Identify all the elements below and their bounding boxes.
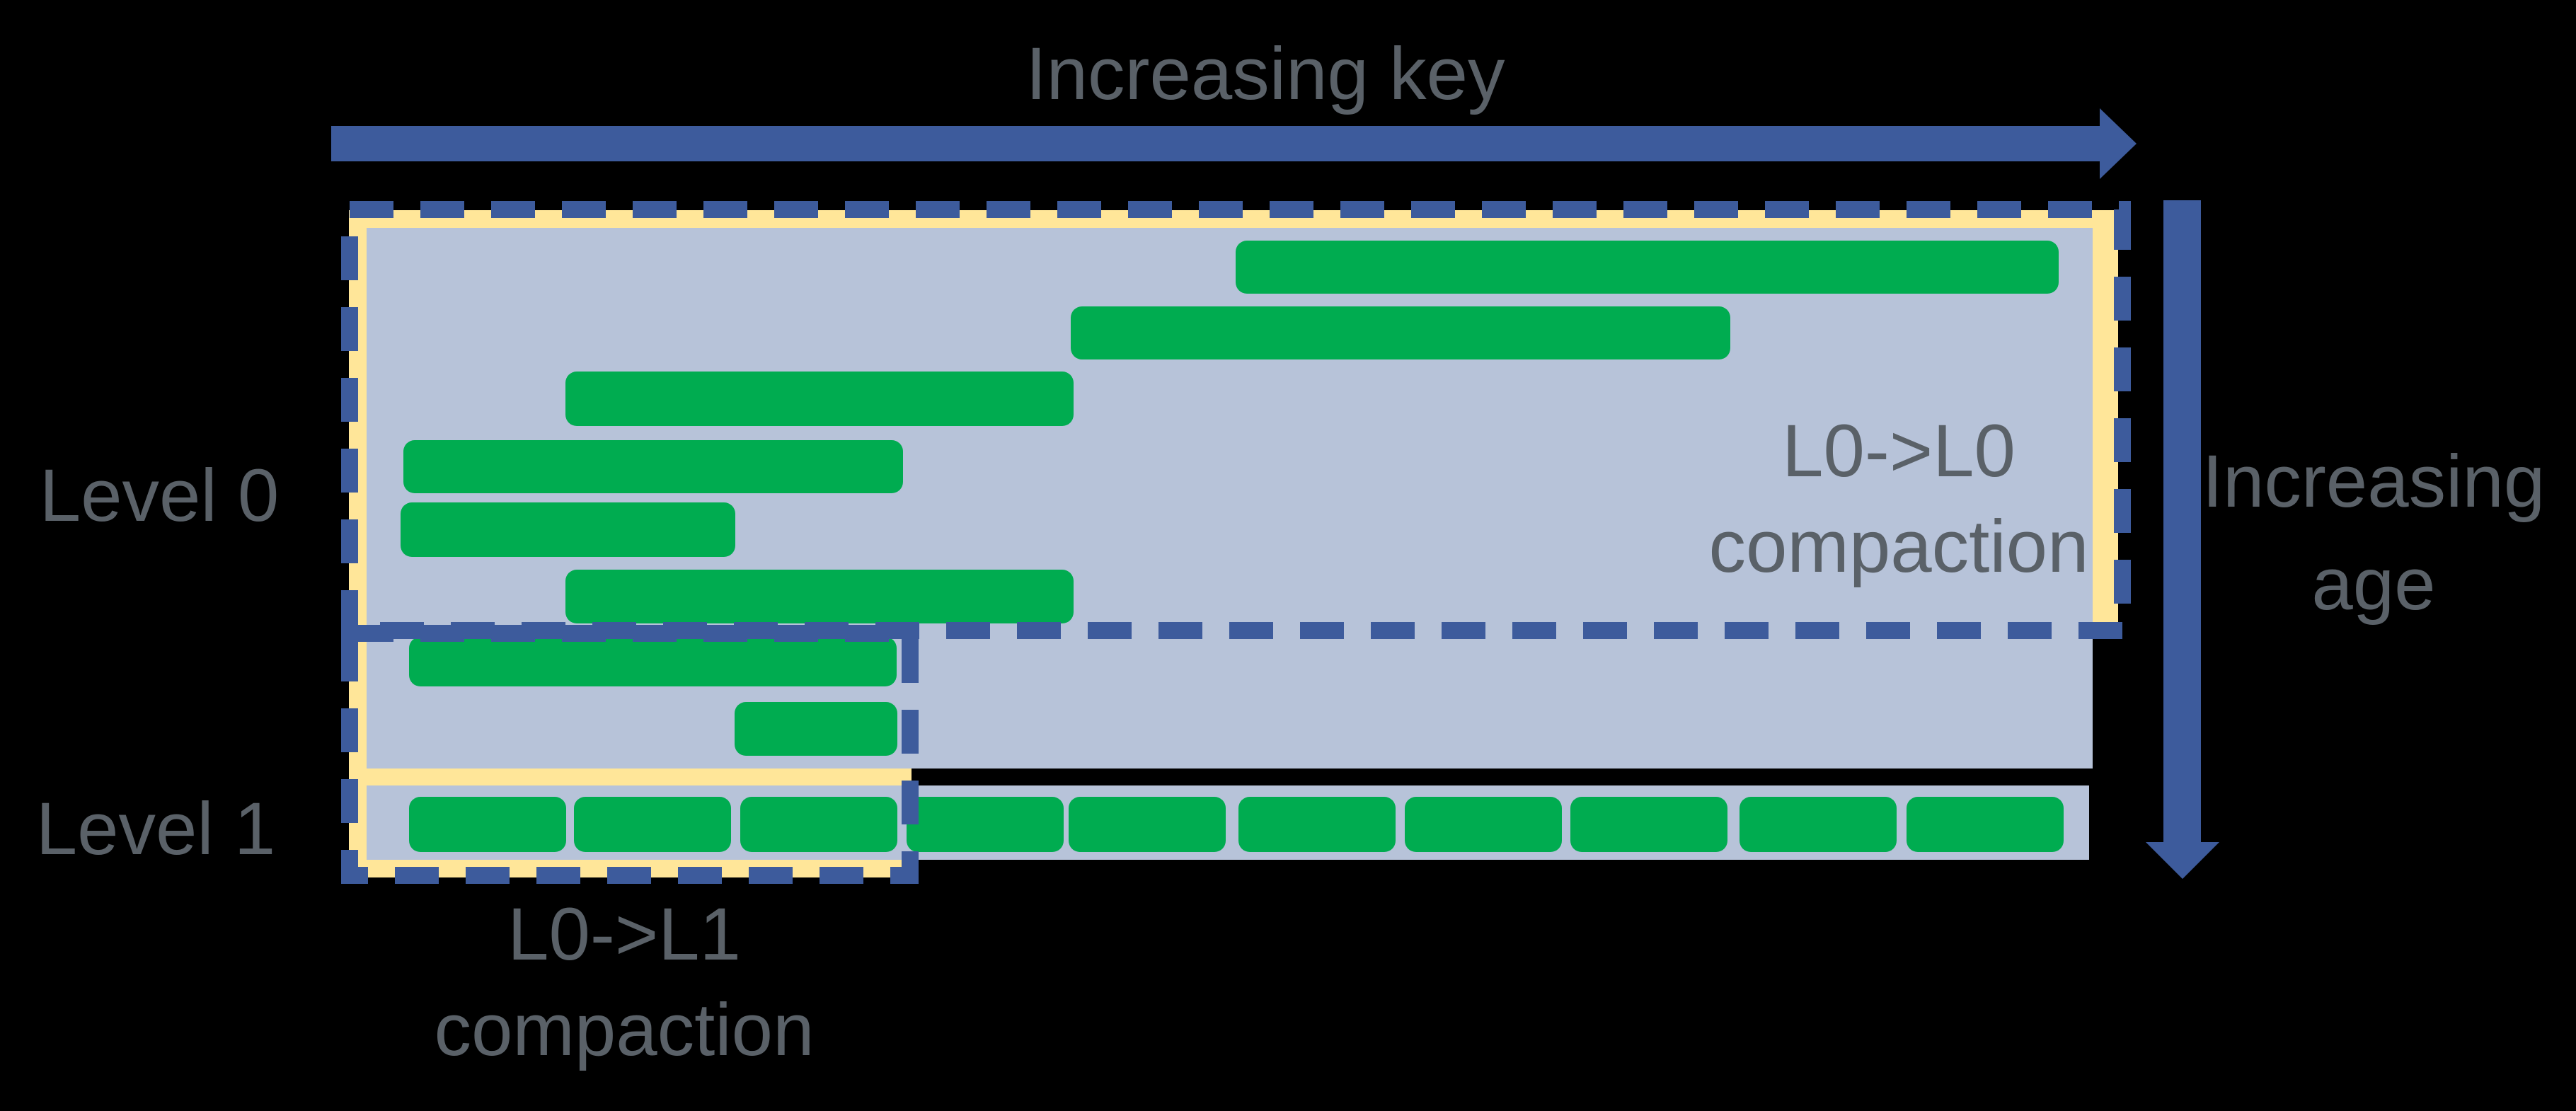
level1-label: Level 1 [35, 788, 276, 870]
level1-sstable [1405, 797, 1562, 852]
level1-sstable [740, 797, 897, 852]
increasing-age-label-line1: Increasing [2202, 440, 2546, 523]
increasing-key-arrow [331, 126, 2100, 161]
level1-sstable [574, 797, 731, 852]
level1-sstable [1740, 797, 1897, 852]
level0-sstable [403, 440, 903, 493]
l0-l0-compaction-label: L0->L0 compaction [1686, 403, 2111, 594]
right-arrowhead-icon [2100, 108, 2137, 179]
l0-l1-compaction-label-line2: compaction [434, 989, 815, 1071]
increasing-age-arrow [2163, 200, 2201, 842]
l0-l1-compaction-label-line1: L0->L1 [507, 893, 741, 976]
level0-sstable [1071, 306, 1730, 359]
increasing-age-label: Increasing age [2197, 430, 2551, 635]
level1-sstable [1238, 797, 1396, 852]
level0-label: Level 0 [39, 454, 280, 537]
level1-sstable [409, 797, 566, 852]
level1-sstable [1570, 797, 1727, 852]
level0-sstable [1236, 241, 2059, 294]
level0-sstable [565, 570, 1074, 623]
level0-pending-sstable [409, 637, 897, 686]
level1-sstable [907, 797, 1064, 852]
increasing-age-label-line2: age [2311, 543, 2436, 626]
increasing-key-label: Increasing key [1025, 33, 1505, 115]
level1-sstable [1907, 797, 2064, 852]
down-arrowhead-icon [2146, 842, 2219, 879]
l0-l1-compaction-label: L0->L1 compaction [412, 887, 836, 1078]
l0-l0-compaction-label-line1: L0->L0 [1782, 410, 2016, 493]
level1-sstable [1069, 797, 1226, 852]
level0-pending-sstable [735, 702, 897, 756]
l0-l0-compaction-label-line2: compaction [1708, 505, 2089, 588]
level0-sstable [565, 372, 1074, 426]
level0-sstable [401, 502, 735, 557]
